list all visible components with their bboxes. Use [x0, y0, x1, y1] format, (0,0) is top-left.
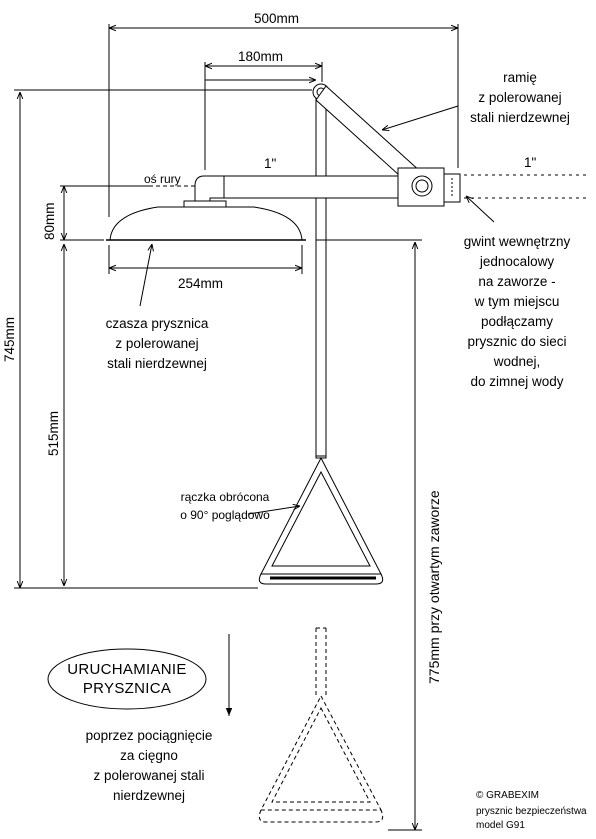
handle-note-line: rączka obrócona: [180, 490, 270, 504]
dim-total-height: 745mm: [2, 316, 17, 362]
pipe-axis-label: oś rury: [144, 172, 181, 186]
thread-label-line: na zaworze -: [478, 274, 556, 289]
arm-label: ramię z polerowanej stali nierdzewnej: [452, 68, 588, 128]
thread-label-line: w tym miejscu: [474, 294, 560, 309]
dim-head-height: 80mm: [42, 202, 57, 240]
activate-label-line: URUCHAMIANIE: [67, 661, 187, 678]
handle-note-line: o 90° poglądowo: [180, 508, 270, 522]
dim-total-reach: 500mm: [254, 11, 300, 26]
bowl-label-line: stali nierdzewnej: [107, 356, 207, 371]
footer-copyright: © GRABEXIM: [476, 790, 539, 801]
arm-label-line: z polerowanej: [478, 90, 562, 105]
thread-label-line: podłączamy: [480, 314, 554, 329]
bowl-label-line: czasza prysznica: [105, 316, 209, 331]
dim-pipe-right: 1": [524, 155, 537, 170]
dim-arm-offset: 180mm: [238, 49, 284, 64]
activate-label: URUCHAMIANIE PRYSZNICA: [50, 660, 204, 698]
dim-head-diameter: 254mm: [178, 276, 224, 291]
thread-label-line: prysznic do sieci: [467, 334, 567, 349]
activate-label-line: PRYSZNICA: [82, 680, 172, 697]
dim-open-valve-height: 775mm przy otwartym zaworze: [426, 490, 442, 684]
dim-handle-height: 515mm: [46, 410, 61, 456]
bowl-label-line: z polerowanej: [115, 336, 199, 351]
thread-label-line: gwint wewnętrzny: [463, 234, 571, 249]
thread-label-line: wodnej,: [493, 354, 541, 369]
dim-pipe-left: 1": [264, 156, 277, 171]
footer-product: prysznic bezpieczeństwa: [476, 806, 587, 817]
pull-instructions-line: poprzez pociągnięcie: [85, 728, 213, 743]
pull-instructions-line: za cięgno: [120, 748, 178, 763]
footer-model: model G91: [476, 820, 525, 831]
arm-label-line: ramię: [503, 70, 537, 85]
thread-label: gwint wewnętrzny jednocalowy na zaworze …: [442, 232, 592, 392]
pull-instructions-line: z polerowanej stali: [93, 768, 205, 783]
pull-instructions: poprzez pociągnięcie za cięgno z polerow…: [56, 726, 242, 806]
handle-note: rączka obrócona o 90° poglądowo: [160, 488, 290, 524]
thread-label-line: do zimnej wody: [470, 374, 564, 389]
pull-instructions-line: nierdzewnej: [112, 788, 186, 803]
thread-label-line: jednocalowy: [479, 254, 555, 269]
arm-label-line: stali nierdzewnej: [470, 110, 570, 125]
bowl-label: czasza prysznica z polerowanej stali nie…: [82, 314, 232, 374]
